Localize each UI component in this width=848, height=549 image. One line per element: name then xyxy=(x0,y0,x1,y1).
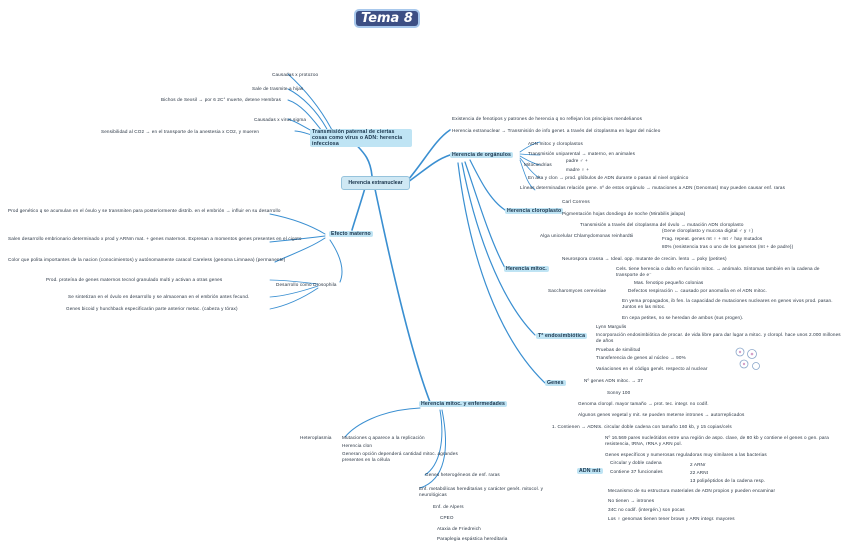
node-text: En cepa petites, no se heredan de ambos … xyxy=(622,315,744,320)
node-text: Contiene 37 funcionales xyxy=(610,469,663,474)
node-herencia-infecciosa[interactable]: Transmisión paternal de ciertas cosas co… xyxy=(310,129,412,147)
node-text: Saccharomyces cerevisiae xyxy=(548,288,607,293)
node-heteroplasmia: Heteroplasmia xyxy=(300,435,332,440)
node-text: 34C no codif. (intergén.) son pocas xyxy=(608,507,685,512)
node-text: Transferencia de genes al núcleo → 90% xyxy=(596,355,686,360)
node-text: En alta y clon → prod. glóbulos de ADN d… xyxy=(528,175,689,180)
node-text: 80% (resistencia tras o uno de los gamet… xyxy=(662,244,794,249)
node-text: Bichos de Sexsil → por 6 2C° muerte, det… xyxy=(161,97,282,102)
page-title: Tema 8 xyxy=(356,11,418,26)
node-text: 2 ARNr xyxy=(690,462,706,467)
node-herencia-organulos[interactable]: Herencia de orgánulos xyxy=(450,152,514,158)
node-text: Genes bicoid y hunchback especificarán p… xyxy=(66,306,238,311)
node-efecto-materno[interactable]: Efecto materno xyxy=(329,231,373,237)
root-node[interactable]: Herencia extranuclear xyxy=(341,176,410,190)
node-text: Los ♀ genomas tienen tener brown y ARN i… xyxy=(608,516,735,521)
node-text: Transmisión a través del citoplasma del … xyxy=(580,222,744,227)
node-text: Nº genes ADN mitoc. → 37 xyxy=(584,378,643,383)
node-text: Sensibilidad al CO2 → en el transporte d… xyxy=(101,129,260,134)
node-text: Pruebas de similitud xyxy=(596,347,641,352)
node-text: Existencia de fenotipos y patrones de he… xyxy=(452,116,643,121)
node-text: Enf. metabólicas hereditarias y carácter… xyxy=(419,486,544,497)
node-text: Causadas x protozoo xyxy=(272,72,319,77)
node-text: Mutaciones q aparece a la replicación xyxy=(342,435,425,440)
node-text: Ataxia de Friedreich xyxy=(437,526,481,531)
node-text: 13 polipéptidos de la cadena resp. xyxy=(690,478,766,483)
node-text: 22 ARNt xyxy=(690,470,709,475)
node-text: Enf. de Alpers xyxy=(433,504,464,509)
node-teoria-endosimbiotica[interactable]: Tª endosimbiótica xyxy=(536,333,588,339)
node-text: Sonny 100 xyxy=(607,390,631,395)
node-text: Genoma cloropl. mayor tamaño → prot. tec… xyxy=(578,401,709,406)
node-text: Defectos respiración ← causado por anoma… xyxy=(628,288,767,293)
node-text: Se sintetizan en el óvulo en desarrollo … xyxy=(68,294,250,299)
node-text: Mecanismo de su estructura materiales de… xyxy=(608,488,776,493)
node-text: 1. Contienen → ADNts. circular doble cad… xyxy=(552,424,732,429)
node-text: ADN mitoc y cloroplastos xyxy=(528,141,583,146)
node-text: Sale de trasmite a hijas xyxy=(252,86,304,91)
node-adn-mit[interactable]: ADN mit xyxy=(577,468,603,474)
node-text: En yema propagados, ib fen. la capacidad… xyxy=(622,298,833,309)
node-text: Carl Correns xyxy=(562,199,590,204)
node-desarrollo-drosophila: Desarrollo como Drosophila xyxy=(276,282,337,287)
node-herencia-enfermedades[interactable]: Herencia mitoc. y enfermedades xyxy=(419,401,508,407)
node-text: CPEO xyxy=(440,515,454,520)
node-text: Genes heterogéneos de enf. raras xyxy=(425,472,500,477)
node-text: Cels. tiene herencia o daño en función m… xyxy=(616,266,820,277)
node-text: Prod genético q se acumulan en el óvulo … xyxy=(8,208,281,213)
mitochondria-doodle-icon xyxy=(735,347,760,370)
node-text: Transmisión uniparental → materno, en an… xyxy=(528,151,636,156)
node-text: Mitocondrias xyxy=(524,162,552,167)
node-text: Pigmentación hojas dondiego de noche (Mi… xyxy=(562,211,686,216)
node-text: padre ♂ + xyxy=(566,158,588,163)
node-text: Circular y doble cadena xyxy=(610,460,662,465)
node-text: Paraplegia espástica hereditaria xyxy=(437,536,508,541)
node-text: Alga unicelular Chlamydomonas reinhardti… xyxy=(540,233,634,238)
node-text: Variaciones en el código genét. respecto… xyxy=(596,366,708,371)
node-text: Salen desarrollo embrionario determinado… xyxy=(8,236,302,241)
node-text: Prod. proteína de genes maternos tecnol … xyxy=(46,277,223,282)
node-text: Nº 16.569 pares nucleótidos entre una re… xyxy=(605,435,829,446)
node-text: Herencia extranuclear → Transmisión de i… xyxy=(452,128,661,133)
node-text: Color que polita importantes de la nacio… xyxy=(8,257,286,262)
node-text: Herencia clon xyxy=(342,443,373,448)
node-text: Generan opción dependerá cantidad mitoc.… xyxy=(342,451,458,462)
node-text: madre ♀ + xyxy=(566,167,590,172)
node-text: Líneas determinadas relación gene. nº de… xyxy=(520,185,786,190)
node-herencia-cloroplasto[interactable]: Herencia cloroplasto xyxy=(505,208,564,214)
node-text: Algunos genes vegetal y mit. se pueden m… xyxy=(578,412,745,417)
node-text: (Gene cloroplasto y mucosa digital ♂ y ♀… xyxy=(662,228,754,233)
node-text: Frag. repeat. genes mt ♀ + mt ♂ hay muta… xyxy=(662,236,763,241)
node-herencia-mitoc[interactable]: Herencia mitoc. xyxy=(504,266,549,272)
node-text: Genes específicos y numerosas reguladora… xyxy=(605,452,767,457)
node-text: Lynn Margulis xyxy=(596,324,627,329)
node-text: Incorporación endosimbiótica de procar. … xyxy=(596,332,841,343)
node-genes[interactable]: Genes xyxy=(545,380,566,386)
node-text: Neurospora crassa → Ideal. opp. mutante … xyxy=(562,256,727,261)
node-text: Causadas x virus sigma xyxy=(254,117,307,122)
node-text: No tienen → intrones xyxy=(608,498,655,503)
node-text: Mas. fenotipo pequeño colonias xyxy=(634,280,704,285)
